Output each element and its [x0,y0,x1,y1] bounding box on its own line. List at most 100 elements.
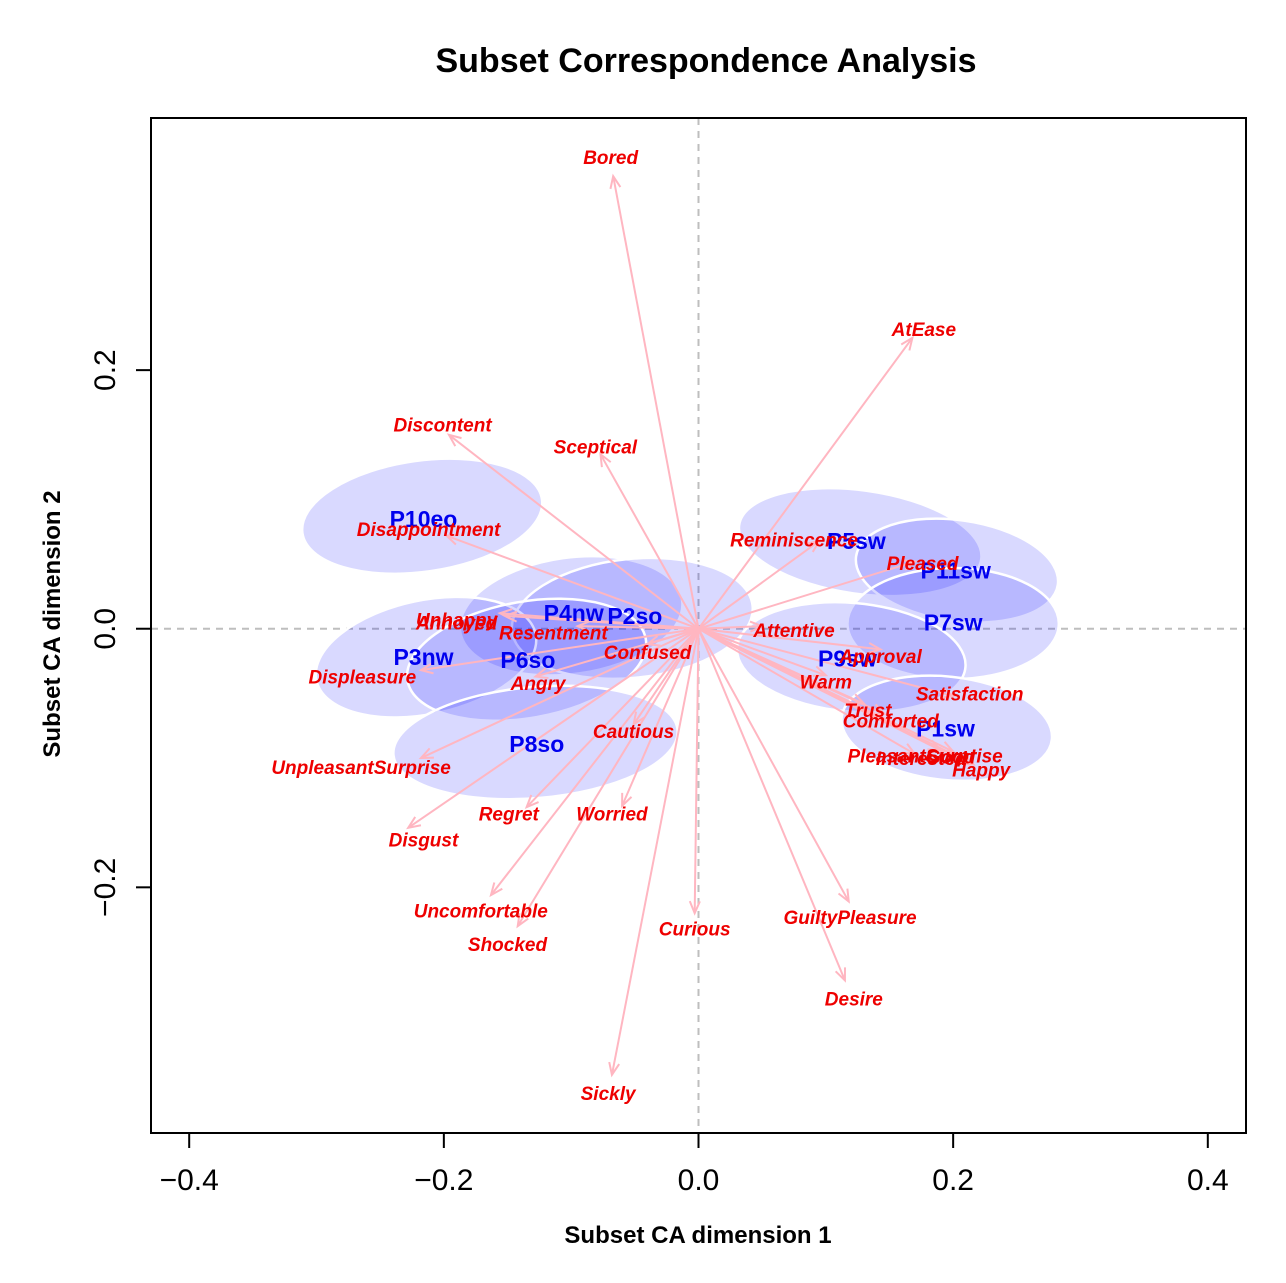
confidence-ellipse-p11sw [854,517,1060,624]
point-label-p11sw: P11sw [921,558,991,584]
arrowhead-regret [524,794,539,810]
arrowhead-displeasure [418,662,434,675]
variable-label-disappointment: Disappointment [357,520,501,541]
y-tick-label: −0.2 [89,858,122,917]
arrowhead-shocked [516,913,529,929]
arrow-curious [693,628,700,914]
arrowhead-pleased [901,559,918,571]
point-label-p9sw: P9sw [818,645,877,671]
variable-label-resentment: Resentment [499,624,608,645]
arrowhead-annoyed [502,610,518,623]
arrow-warm [698,627,827,677]
arrow-annoyed [504,614,699,630]
variable-label-comforted: Comforted [843,712,939,733]
arrow-bored [612,175,700,629]
arrowhead-guiltypleasure [837,888,850,904]
variable-label-confused: Confused [604,643,692,664]
arrow-attentive [698,625,763,630]
arrowhead-sickly [608,1061,620,1078]
chart-title: Subset Correspondence Analysis [435,42,976,80]
variable-label-happy: Happy [952,761,1012,782]
arrow-disgust [407,627,700,829]
y-tick-label: 0.0 [89,608,122,650]
point-label-p1sw: P1sw [916,715,975,741]
point-label-p10eo: P10eo [390,506,458,532]
confidence-ellipse-p5sw [737,486,983,598]
variable-label-pleased: Pleased [887,554,959,575]
x-tick-label: 0.2 [932,1164,974,1197]
x-axis-label: Subset CA dimension 1 [564,1222,831,1249]
arrow-angry [535,627,699,678]
variable-label-disgust: Disgust [389,830,459,851]
arrow-satisfaction [698,627,954,697]
arrow-sceptical [599,453,700,630]
variable-label-cautious: Cautious [593,722,674,743]
arrowhead-curious [688,900,701,916]
point-label-p4nw: P4nw [544,600,604,626]
arrowhead-attentive [749,620,765,633]
confidence-ellipse-p8so [392,684,679,801]
variable-label-sceptical: Sceptical [554,437,638,458]
arrowhead-worried [621,792,633,809]
y-axis-label: Subset CA dimension 2 [39,490,66,757]
point-label-p2so: P2so [607,603,662,629]
variable-label-unpleasantsurprise: UnpleasantSurprise [271,758,451,779]
variable-label-pleasantsurprise: PleasantSurprise [848,746,1004,767]
confidence-ellipse-p1sw [840,674,1054,783]
variable-label-angry: Angry [510,674,567,695]
arrow-sickly [610,628,700,1076]
arrow-unpleasantsurprise [420,627,699,759]
arrowhead-sceptical [599,451,612,468]
arrow-regret [525,628,700,808]
arrow-discontent [448,433,700,630]
point-label-p8so: P8so [509,731,564,757]
arrow-desire [697,628,846,981]
arrowhead-desire [834,967,846,983]
variable-label-guiltypleasure: GuiltyPleasure [783,908,916,929]
variable-label-reminiscence: Reminiscence [730,531,858,552]
x-tick-label: 0.4 [1187,1164,1229,1197]
arrowhead-happy [960,754,976,766]
variable-label-displeasure: Displeasure [308,668,416,689]
variable-label-warm: Warm [800,673,853,694]
arrow-disappointment [446,534,699,630]
variable-label-atease: AtEase [891,320,957,341]
arrow-pleased [698,560,916,630]
variable-label-approval: Approval [838,647,922,668]
arrow-worried [621,628,700,807]
point-label-p5sw: P5sw [827,528,886,554]
confidence-ellipse-p10eo [300,457,544,576]
x-tick-label: −0.4 [160,1164,219,1197]
variable-label-good: Good [926,748,976,769]
variable-label-curious: Curious [659,920,731,941]
variable-label-trust: Trust [844,701,892,722]
arrow-happy [698,627,974,766]
arrowhead-warm [812,665,829,677]
variable-label-shocked: Shocked [468,935,548,956]
variable-label-bored: Bored [583,148,638,169]
variable-label-discontent: Discontent [393,415,492,436]
variable-label-interested: Interested [876,749,967,770]
variable-label-worried: Worried [576,805,648,826]
arrowhead-cautious [632,711,646,727]
arrowhead-satisfaction [940,687,956,699]
variable-label-unhappy: Unhappy [416,611,499,632]
arrowhead-reminiscence [806,539,822,553]
variable-label-desire: Desire [825,990,884,1011]
arrow-uncomfortable [490,628,700,896]
arrowhead-approval [867,642,884,655]
arrow-displeasure [420,627,699,672]
point-label-p6so: P6so [500,647,555,673]
variable-label-regret: Regret [479,805,540,826]
arrowhead-angry [533,667,549,680]
variable-label-sickly: Sickly [581,1084,637,1105]
point-label-p3nw: P3nw [393,644,453,670]
arrow-interested [697,627,916,756]
arrow-resentment [577,625,699,630]
arrowhead-interested [901,743,918,756]
arrowhead-disgust [406,816,422,830]
y-tick-label: 0.2 [89,349,122,391]
arrowhead-disappointment [443,534,460,546]
